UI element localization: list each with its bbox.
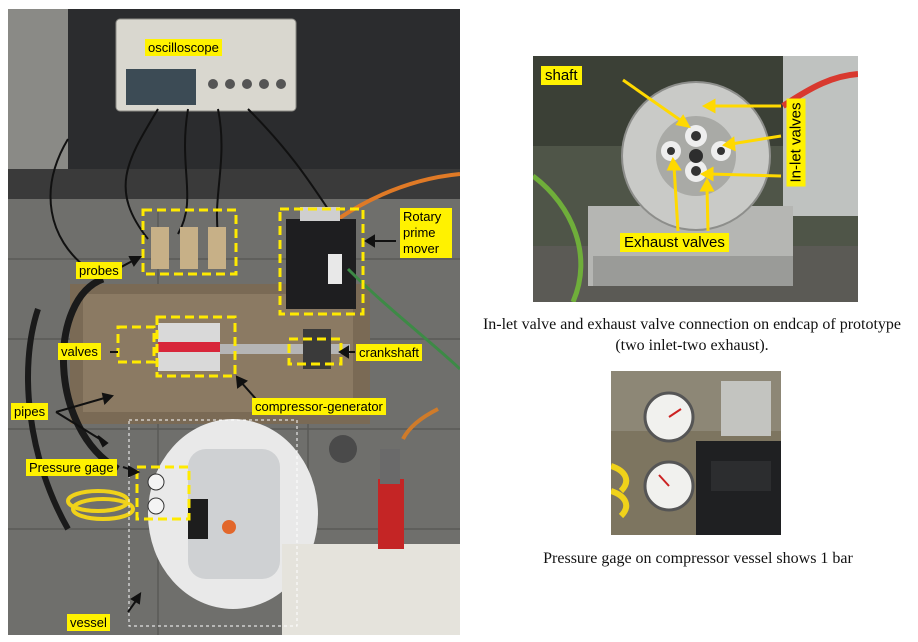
endcap-photo [533, 56, 858, 302]
compressor-generator-box [155, 315, 237, 378]
compressor-generator-label: compressor-generator [252, 398, 386, 415]
rotary-prime-mover-text: Rotary prime mover [403, 209, 442, 256]
gage-caption-text: Pressure gage on compressor vessel shows… [543, 550, 853, 567]
endcap-caption-text: In-let valve and exhaust valve connectio… [482, 316, 902, 354]
endcap-photo-drawing [533, 56, 858, 302]
crankshaft-label: crankshaft [356, 344, 422, 361]
gage-photo [611, 371, 781, 535]
pipes-label: pipes [11, 403, 49, 420]
vessel-label: vessel [67, 614, 110, 631]
endcap-caption: In-let valve and exhaust valve connectio… [468, 314, 916, 356]
probes-box [141, 208, 238, 276]
valves-label: valves [58, 343, 101, 360]
oscilloscope-shape [115, 18, 297, 112]
gage-caption: Pressure gage on compressor vessel shows… [508, 548, 888, 569]
rotary-prime-mover-label: Rotary prime mover [400, 208, 452, 258]
rotary-box [278, 207, 365, 316]
shaft-label: shaft [541, 66, 582, 85]
oscilloscope-label: oscilloscope [145, 39, 222, 56]
pressure-gage-label: Pressure gage [26, 459, 117, 476]
pressure-gage-box [135, 465, 191, 521]
gage-photo-drawing [611, 371, 781, 535]
probes-label: probes [76, 262, 122, 279]
inlet-valves-label: In-let valves [786, 98, 806, 187]
valves-box [116, 325, 156, 364]
exhaust-valves-label: Exhaust valves [620, 233, 729, 252]
vessel-box [128, 419, 298, 627]
setup-photo [8, 9, 460, 635]
setup-photo-drawing [8, 9, 460, 635]
